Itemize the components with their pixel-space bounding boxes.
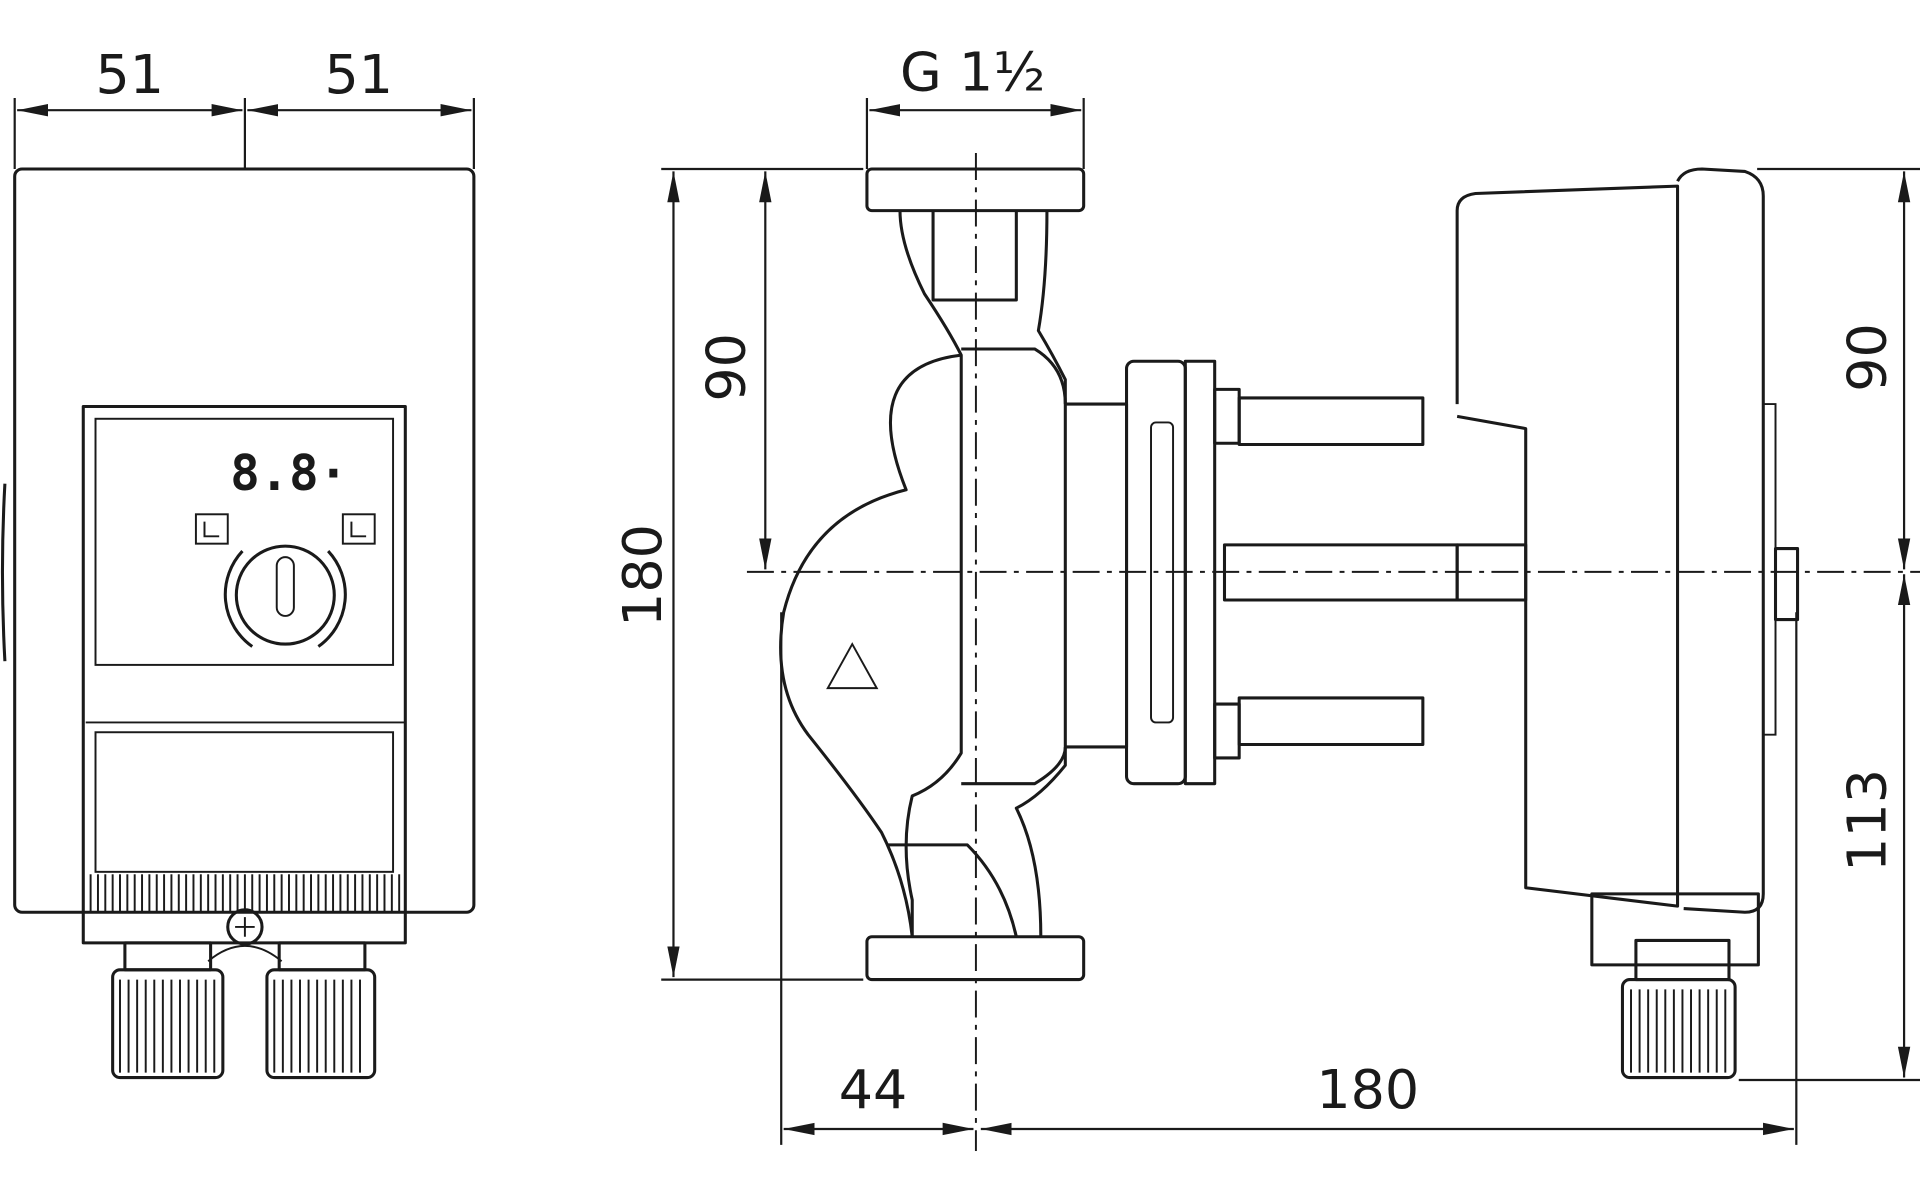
dim-width-a: 51 <box>96 43 165 106</box>
display-readout: 8.8· <box>230 445 348 502</box>
cable-gland-left <box>111 941 225 1080</box>
mode-icon-left <box>194 513 229 545</box>
cable-gland-right <box>265 941 377 1080</box>
speed-knob <box>223 544 347 648</box>
screw-icon <box>226 908 264 946</box>
dim-thread: G 1½ <box>900 41 1045 104</box>
dim-width-b: 51 <box>324 43 393 106</box>
dim-height-upper: 90 <box>694 333 757 402</box>
dim-bottom-length: 180 <box>1316 1058 1419 1121</box>
ribbed-strip <box>89 874 401 913</box>
side-view: G 1½ 180 90 90 113 44 180 <box>611 41 1920 1152</box>
dim-height-upper-right: 90 <box>1836 323 1899 392</box>
dim-height-lower-right: 113 <box>1836 769 1899 872</box>
dim-height-total: 180 <box>611 524 674 627</box>
dim-bottom-offset: 44 <box>839 1058 908 1121</box>
front-view: 8.8· <box>0 43 476 1080</box>
mode-icon-right <box>341 513 376 545</box>
flow-direction-icon <box>826 642 879 690</box>
